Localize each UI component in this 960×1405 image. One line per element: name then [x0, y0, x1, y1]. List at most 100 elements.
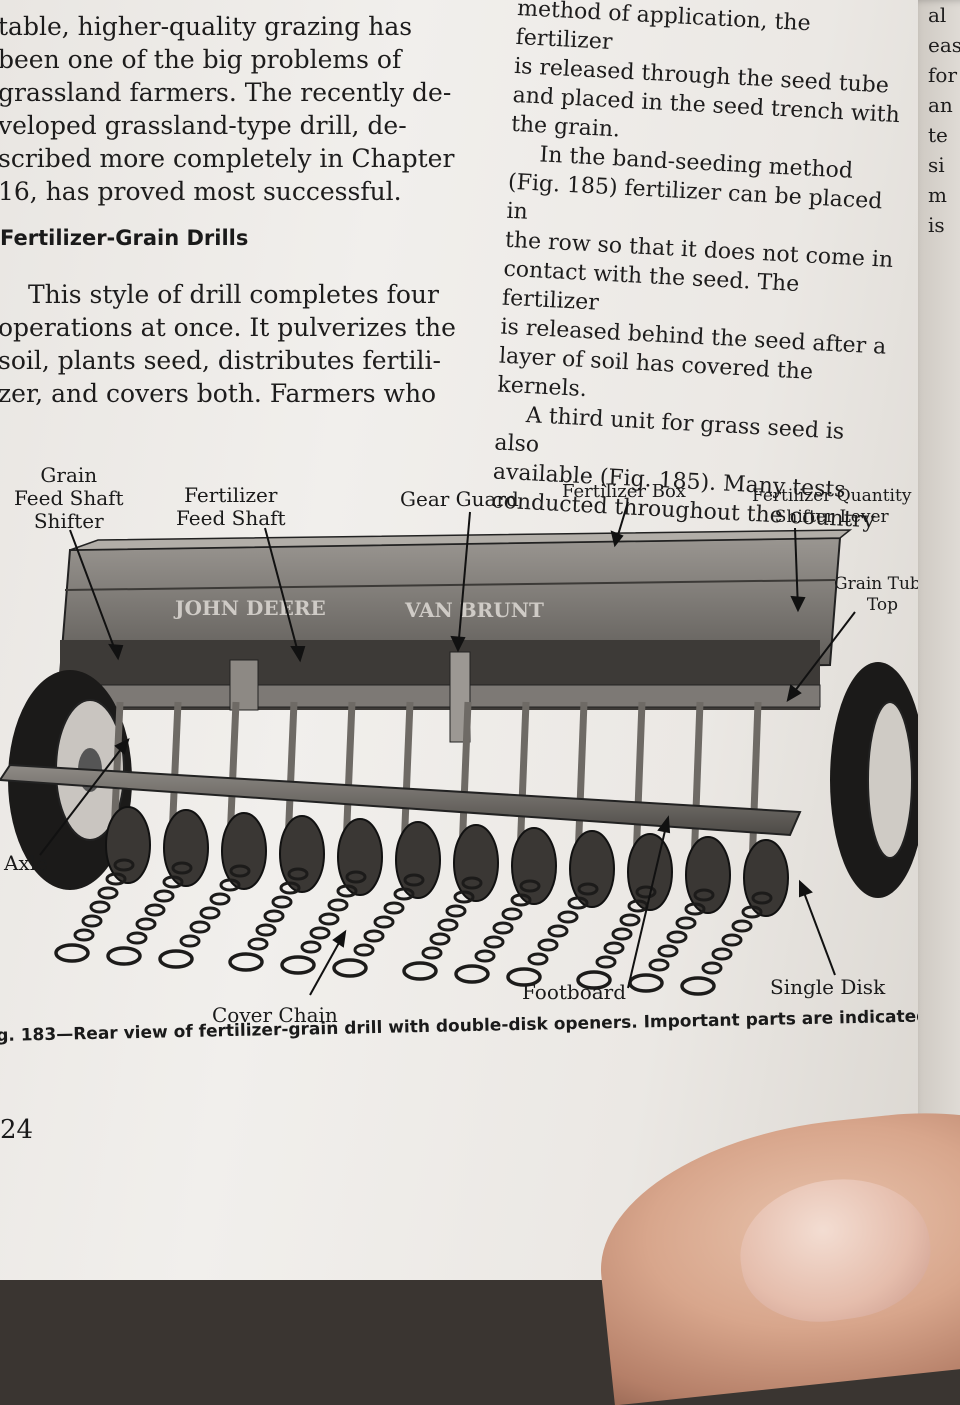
disk-opener: [453, 824, 499, 902]
text-fragment: is: [928, 213, 945, 237]
text-line: zer, and covers both. Farmers who: [0, 379, 437, 408]
chain-link: [731, 919, 753, 933]
chain-link: [648, 958, 670, 972]
chain-link: [300, 940, 322, 954]
label-grain-feed-shaft-shifter: Grain Feed Shaft Shifter: [14, 463, 124, 533]
text-line: soil, plants seed, distributes fertili-: [0, 346, 441, 375]
chain-link: [547, 924, 569, 938]
chain-ring: [454, 964, 490, 984]
chain-link: [421, 946, 443, 960]
chain-link: [501, 907, 523, 921]
disk-opener: [221, 812, 267, 890]
chain-link: [309, 926, 331, 940]
label-fertilizer-feed-shaft: Fertilizer Feed Shaft: [176, 483, 286, 530]
chain-link: [345, 870, 367, 884]
right-wheel: [830, 662, 926, 898]
chain-link: [247, 937, 269, 951]
text-line: veloped grassland-type drill, de-: [0, 111, 407, 140]
disk-opener: [337, 818, 383, 896]
chain-link: [219, 878, 241, 892]
book-page: table, higher-quality grazing has been o…: [0, 0, 960, 1280]
chain-link: [353, 943, 375, 957]
leader-lines: [39, 501, 856, 996]
chain-link: [603, 941, 625, 955]
disk-opener: [627, 833, 673, 911]
cover-chains: [54, 858, 773, 996]
chain-link: [199, 906, 221, 920]
seed-tube: [748, 701, 762, 869]
text-line: operations at once. It pulverizes the: [0, 313, 456, 342]
chain-ring: [228, 952, 264, 972]
chain-link: [693, 888, 715, 902]
seed-tube: [342, 701, 356, 848]
text-line: scribed more completely in Chapter: [0, 144, 455, 173]
chain-ring: [280, 955, 316, 975]
chain-ring: [332, 958, 368, 978]
chain-link: [461, 876, 483, 890]
page-number: 24: [0, 1115, 34, 1145]
chain-link: [537, 938, 559, 952]
chain-link: [711, 947, 733, 961]
chain-ring: [106, 946, 142, 966]
chain-link: [437, 918, 459, 932]
disk-opener: [569, 830, 615, 908]
chain-link: [327, 898, 349, 912]
chain-link: [567, 896, 589, 910]
seed-tube: [574, 701, 588, 860]
seed-tube: [458, 701, 472, 854]
section-heading: Fertilizer-Grain Drills: [0, 226, 249, 250]
text-fragment: te: [928, 123, 948, 147]
chain-link: [318, 912, 340, 926]
text-line: been one of the big problems of: [0, 45, 402, 74]
left-column-top-text: table, higher-quality grazing has been o…: [0, 10, 468, 208]
chain-link: [162, 875, 184, 889]
text-fragment: m: [928, 183, 947, 207]
chain-link: [171, 861, 193, 875]
label-grain-tube-top: Grain Tube Top: [834, 574, 931, 615]
chain-link: [81, 914, 103, 928]
footboard: [0, 763, 802, 837]
chain-link: [383, 901, 405, 915]
text-fragment: eas: [928, 33, 960, 57]
chain-link: [666, 930, 688, 944]
drill-illustration: JOHN DEERE VAN BRUNT: [0, 501, 926, 996]
chain-link: [519, 879, 541, 893]
text-fragment: si: [928, 153, 945, 177]
chain-link: [126, 931, 148, 945]
chain-link: [179, 934, 201, 948]
disk-opener: [105, 806, 151, 884]
chain-link: [453, 890, 475, 904]
seed-tube: [690, 701, 704, 866]
chain-link: [741, 905, 763, 919]
seed-tube: [516, 701, 530, 857]
label-single-disk: Single Disk: [770, 975, 886, 999]
chain-link: [721, 933, 743, 947]
chain-link: [445, 904, 467, 918]
text-line: 16, has proved most successful.: [0, 177, 402, 206]
disk-opener: [279, 815, 325, 893]
drill-frame: [60, 640, 821, 743]
chain-link: [144, 903, 166, 917]
label-cover-chain: Cover Chain: [212, 1003, 338, 1027]
disk-opener: [395, 821, 441, 899]
chain-ring: [576, 970, 612, 990]
chain-link: [684, 902, 706, 916]
facing-page-text: al eas for an te si m is: [928, 0, 960, 240]
chain-link: [577, 882, 599, 896]
facing-page-edge: [918, 0, 960, 1280]
chain-link: [474, 949, 496, 963]
seed-tubes: [110, 701, 762, 869]
chain-link: [279, 881, 301, 895]
chain-link: [510, 893, 532, 907]
seed-tube: [400, 701, 414, 851]
chain-link: [287, 867, 309, 881]
figure-caption: g. 183—Rear view of fertilizer-grain dri…: [0, 1006, 936, 1046]
chain-link: [255, 923, 277, 937]
seed-tube: [226, 701, 240, 842]
chain-ring: [54, 943, 90, 963]
text-fragment: al: [928, 3, 947, 27]
chain-link: [619, 913, 641, 927]
chain-link: [89, 900, 111, 914]
chain-ring: [158, 949, 194, 969]
label-axle: Axle: [4, 851, 48, 875]
